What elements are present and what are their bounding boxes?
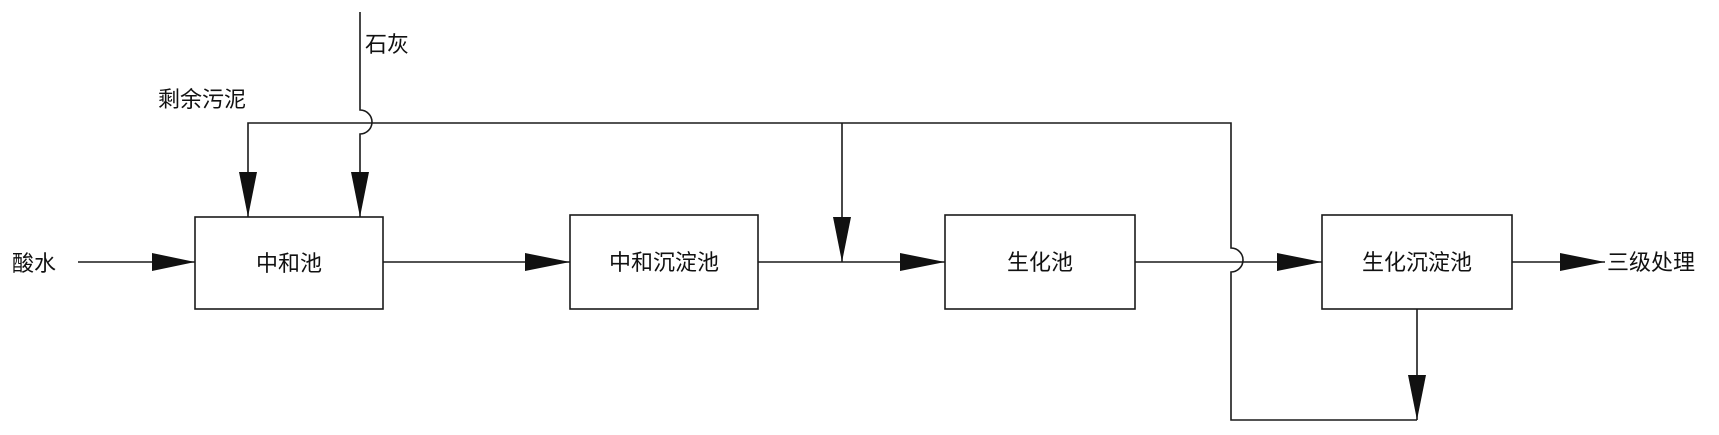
excess-sludge-label: 剩余污泥: [158, 88, 246, 113]
neutralization-tank-box: [194, 216, 384, 310]
sludge-to-neutralization-arrowhead: [239, 172, 257, 217]
neutralization-settling-tank-box: [569, 214, 759, 310]
neutralization-settling-tank-label: 中和沉淀池: [609, 251, 719, 276]
biochemical-tank-box: [944, 214, 1136, 310]
flow-arrowhead-4: [1560, 253, 1605, 271]
sludge-branch-arrowhead: [833, 217, 851, 262]
biochemical-settling-tank-label: 生化沉淀池: [1362, 251, 1472, 276]
flow-arrowhead-3: [1277, 253, 1322, 271]
flow-arrowhead-1: [525, 253, 570, 271]
flow-arrowhead-2: [900, 253, 945, 271]
acid-water-inflow-arrowhead: [152, 253, 195, 271]
neutralization-tank-label: 中和池: [256, 252, 322, 277]
biochemical-settling-tank-box: [1321, 214, 1513, 310]
tertiary-treatment-label: 三级处理: [1607, 251, 1695, 276]
biochemical-tank-label: 生化池: [1007, 251, 1073, 276]
sludge-return-header-line: [247, 122, 1417, 421]
lime-feed-line: [359, 12, 373, 217]
sludge-underflow-arrowhead: [1408, 375, 1426, 420]
lime-label: 石灰: [365, 33, 409, 58]
lime-feed-arrowhead: [351, 172, 369, 217]
acid-water-label: 酸水: [12, 252, 56, 277]
